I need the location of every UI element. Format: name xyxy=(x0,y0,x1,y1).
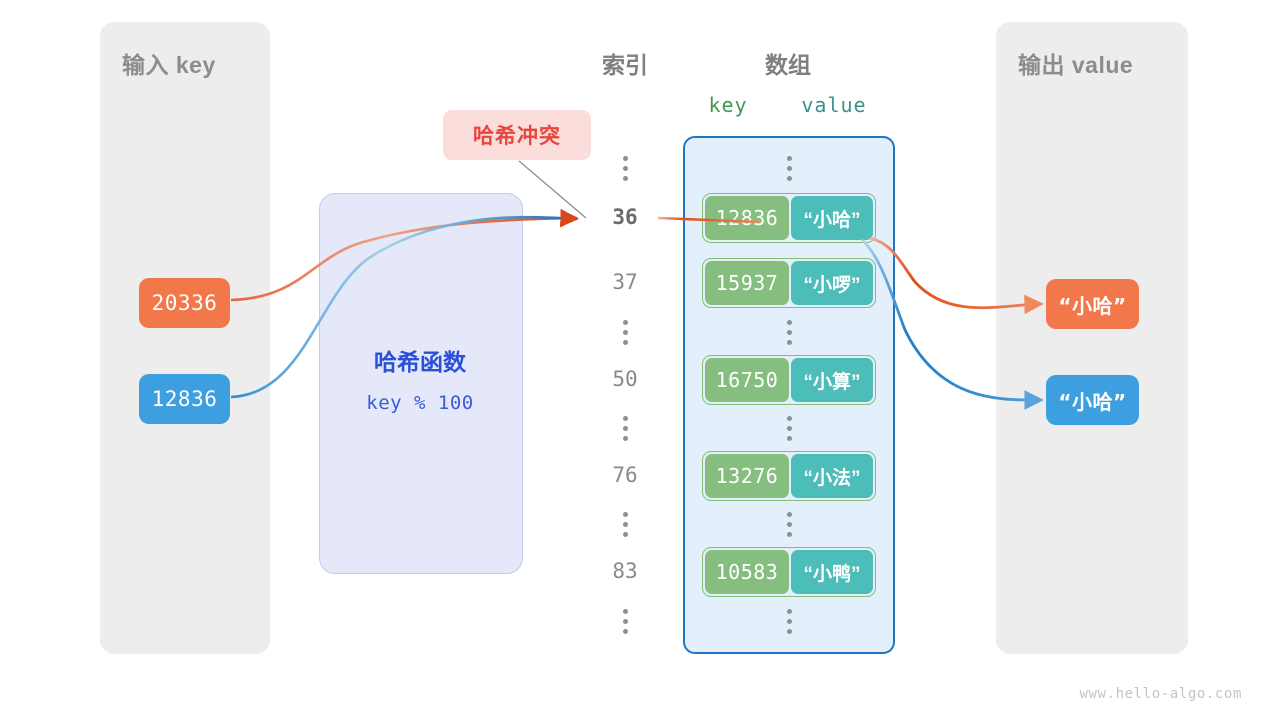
array-ellipsis xyxy=(786,156,792,181)
kv-pair-37: 15937“小啰” xyxy=(702,258,876,308)
index-column: 36 37 50 76 83 xyxy=(578,136,672,654)
input-key-0: 20336 xyxy=(139,278,230,328)
cell-key-36: 12836 xyxy=(705,196,789,240)
index-ellipsis xyxy=(622,416,628,441)
index-ellipsis xyxy=(622,609,628,634)
index-label-83: 83 xyxy=(612,559,638,583)
array-ellipsis xyxy=(786,416,792,441)
cell-value-36: “小哈” xyxy=(791,196,873,240)
kv-column-headings: key value xyxy=(684,93,896,117)
array-ellipsis xyxy=(786,609,792,634)
kv-pair-83: 10583“小鸭” xyxy=(702,547,876,597)
index-column-heading: 索引 xyxy=(602,52,648,78)
cell-value-83: “小鸭” xyxy=(791,550,873,594)
watermark: www.hello-algo.com xyxy=(1079,686,1242,702)
input-panel-title: 输入 key xyxy=(122,52,216,78)
index-ellipsis xyxy=(622,512,628,537)
index-label-50: 50 xyxy=(612,367,638,391)
hash-function-title: 哈希函数 xyxy=(374,349,466,375)
index-label-76: 76 xyxy=(612,463,638,487)
hash-function-expression: key % 100 xyxy=(366,392,474,414)
collision-leader-line xyxy=(518,160,587,219)
index-label-37: 37 xyxy=(612,270,638,294)
output-panel xyxy=(996,22,1188,654)
cell-key-76: 13276 xyxy=(705,454,789,498)
key-column-heading: key xyxy=(708,93,748,117)
cell-key-50: 16750 xyxy=(705,358,789,402)
output-value-1: “小哈” xyxy=(1046,375,1139,425)
array-ellipsis xyxy=(786,320,792,345)
array-column-heading: 数组 xyxy=(765,52,811,78)
array-ellipsis xyxy=(786,512,792,537)
index-ellipsis xyxy=(622,156,628,181)
index-label-36: 36 xyxy=(612,205,638,229)
input-key-1: 12836 xyxy=(139,374,230,424)
kv-pair-36: 12836“小哈” xyxy=(702,193,876,243)
value-column-heading: value xyxy=(801,93,867,117)
hash-function-box xyxy=(319,193,523,574)
cell-key-83: 10583 xyxy=(705,550,789,594)
input-panel xyxy=(100,22,270,654)
kv-pair-50: 16750“小算” xyxy=(702,355,876,405)
output-value-0: “小哈” xyxy=(1046,279,1139,329)
cell-value-76: “小法” xyxy=(791,454,873,498)
cell-value-37: “小啰” xyxy=(791,261,873,305)
cell-value-50: “小算” xyxy=(791,358,873,402)
cell-key-37: 15937 xyxy=(705,261,789,305)
index-ellipsis xyxy=(622,320,628,345)
kv-pair-76: 13276“小法” xyxy=(702,451,876,501)
hash-collision-badge: 哈希冲突 xyxy=(443,110,591,160)
output-panel-title: 输出 value xyxy=(1018,52,1134,78)
